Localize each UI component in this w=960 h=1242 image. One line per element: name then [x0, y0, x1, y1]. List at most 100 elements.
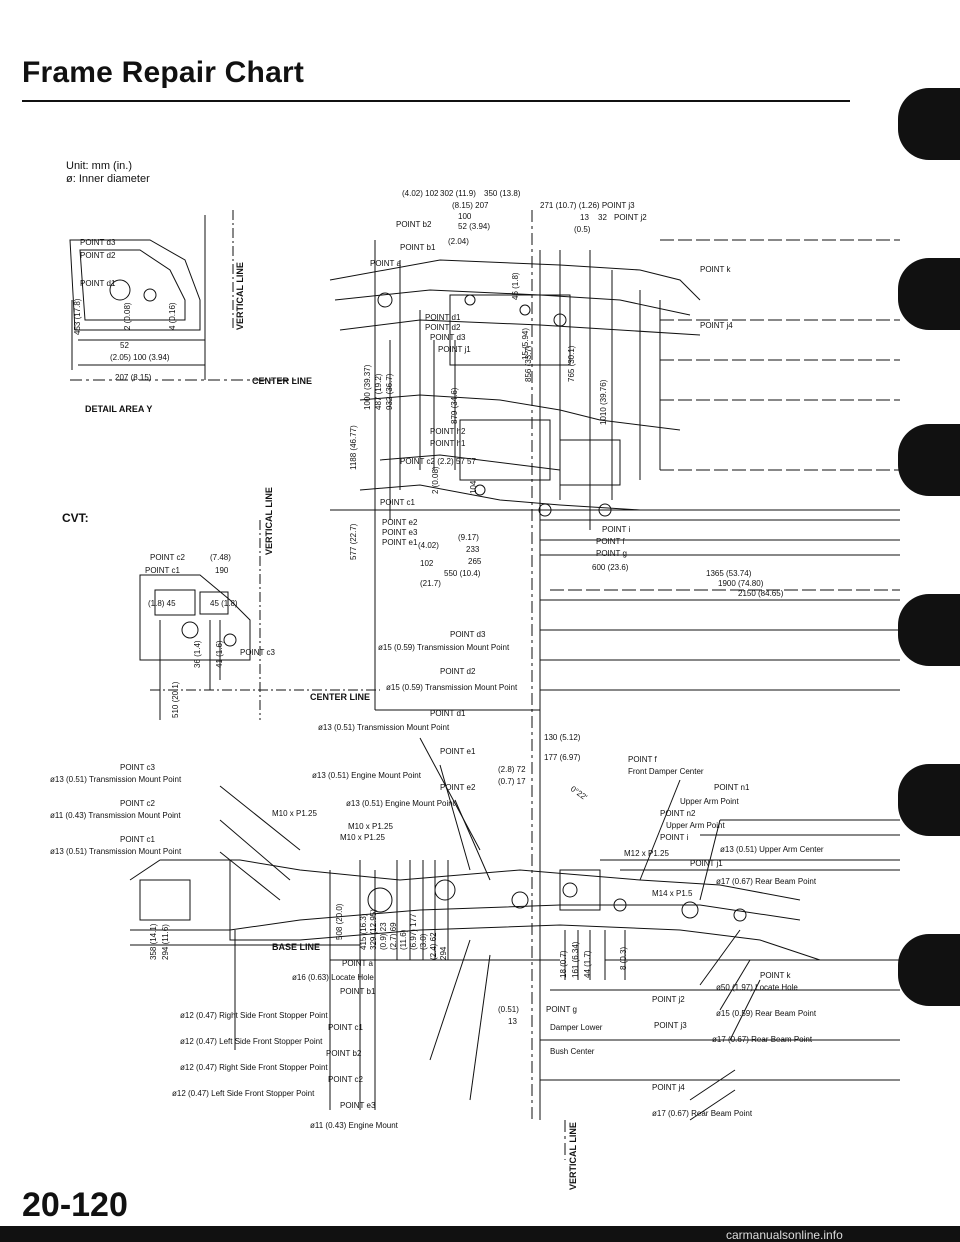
side-label-right: 0°22': [569, 784, 589, 802]
side-dim: 294 (11.6): [161, 924, 170, 960]
side-dim: 18 (0.7): [559, 950, 568, 978]
side-label-bottom: POINT c1: [328, 1023, 364, 1032]
side-label-right: Upper Arm Point: [680, 797, 739, 806]
side-label-center: POINT d3: [450, 630, 486, 639]
side-dim: 415 (16.3): [359, 913, 368, 950]
side-label-left: POINT c2: [120, 799, 156, 808]
top-label: POINT g: [596, 549, 627, 558]
side-label-center: ø13 (0.51) Engine Mount Point: [346, 799, 456, 808]
top-label: POINT e2: [382, 518, 418, 527]
top-label: 100: [458, 212, 472, 221]
side-label-right: POINT i: [660, 833, 689, 842]
side-label-center: ø13 (0.51) Engine Mount Point: [312, 771, 422, 780]
page-title: Frame Repair Chart: [22, 56, 305, 89]
side-label-bottom: ø11 (0.43) Engine Mount: [310, 1121, 399, 1130]
top-label: POINT b1: [400, 243, 436, 252]
top-label: 102: [420, 559, 434, 568]
side-label-center: ø15 (0.59) Transmission Mount Point: [386, 683, 518, 692]
top-label: (0.5): [574, 225, 591, 234]
top-label: POINT i: [602, 525, 631, 534]
side-dim: 294: [439, 946, 448, 960]
cvt-dim-label: POINT c1: [145, 566, 181, 575]
center-line-label: CENTER LINE: [252, 376, 312, 386]
side-label-right: POINT j4: [652, 1083, 685, 1092]
top-label: (21.7): [420, 579, 441, 588]
side-dim: 358 (14.1): [149, 923, 158, 960]
top-label: 302 (11.9): [440, 189, 476, 198]
top-label: POINT h2: [430, 427, 466, 436]
cvt-labels: CVT: POINT c2 POINT c1 (7.48) 190 (1.8) …: [62, 487, 276, 718]
top-label: (4.02) 102: [402, 189, 439, 198]
cvt-detail-drawing: [139, 520, 380, 720]
right-labels: 130 (5.12) 177 (6.97) (2.8) 72 (0.7) 17 …: [498, 733, 824, 1118]
detail-y-label: 4 (0.16): [168, 302, 177, 330]
side-label-right: ø17 (0.67) Rear Beam Point: [712, 1035, 813, 1044]
top-label: 2 (0.08): [431, 466, 440, 494]
top-label: 487 (19.2): [374, 373, 383, 410]
side-label-right: (2.8) 72: [498, 765, 526, 774]
section-tab: [898, 594, 960, 666]
top-label: 550 (10.4): [444, 569, 481, 578]
side-label-right: 177 (6.97): [544, 753, 581, 762]
side-label-center: M10 x P1.25: [348, 822, 393, 831]
top-label: 52 (3.94): [458, 222, 490, 231]
side-dim: (2.4) 62: [429, 932, 438, 960]
section-tab: [898, 88, 960, 160]
section-tab: [898, 764, 960, 836]
left-labels: POINT c3 ø13 (0.51) Transmission Mount P…: [50, 763, 182, 856]
top-label: 932 (36.7): [385, 373, 394, 410]
side-label-right: Bush Center: [550, 1047, 595, 1056]
side-label-bottom: ø12 (0.47) Left Side Front Stopper Point: [180, 1037, 323, 1046]
top-labels: (4.02) 102 302 (11.9) 350 (13.8) (8.15) …: [349, 189, 784, 598]
side-dim: (6.97) 177: [409, 913, 418, 950]
side-label-right: ø15 (0.59) Rear Beam Point: [716, 1009, 817, 1018]
side-label-center: POINT d2: [440, 667, 476, 676]
top-label: POINT h1: [430, 439, 466, 448]
detail-y-labels: POINT d3 POINT d2 POINT d1 52 (2.05) 100…: [73, 238, 312, 414]
top-label: POINT d1: [425, 313, 461, 322]
top-label: 13: [580, 213, 589, 222]
top-label: (2.04): [448, 237, 469, 246]
side-label-left: POINT c3: [120, 763, 156, 772]
side-label-center: ø13 (0.51) Transmission Mount Point: [318, 723, 450, 732]
cvt-dim-label: (1.8) 45: [148, 599, 176, 608]
top-label: POINT k: [700, 265, 732, 274]
side-label-left: ø13 (0.51) Transmission Mount Point: [50, 847, 182, 856]
side-label-bottom: POINT e3: [340, 1101, 376, 1110]
side-label-center: M10 x P1.25: [272, 809, 317, 818]
diameter-note: ø: Inner diameter: [66, 173, 150, 185]
detail-y-label: POINT d1: [80, 279, 116, 288]
top-frame-drawing: [329, 210, 900, 1120]
detail-y-label: 453 (17.8): [73, 298, 82, 335]
side-label-right: 130 (5.12): [544, 733, 581, 742]
side-label-right: (0.7) 17: [498, 777, 526, 786]
side-label-center: POINT a: [342, 959, 374, 968]
top-label: 856 (33.7): [524, 345, 533, 382]
cvt-dim-label: 36 (1.4): [193, 640, 202, 668]
vertical-line-label: VERTICAL LINE: [235, 262, 245, 330]
side-label-bottom: ø12 (0.47) Right Side Front Stopper Poin…: [180, 1063, 328, 1072]
top-label: 1365 (53.74): [706, 569, 752, 578]
top-label: 271 (10.7) (1.26) POINT j3: [540, 201, 635, 210]
side-label-bottom: ø12 (0.47) Left Side Front Stopper Point: [172, 1089, 315, 1098]
top-label: 577 (22.7): [349, 523, 358, 560]
cvt-dim-label: POINT c3: [240, 648, 276, 657]
top-label: POINT j4: [700, 321, 733, 330]
cvt-vertical-line: VERTICAL LINE: [264, 487, 274, 555]
side-dim: (3.0): [419, 933, 428, 950]
side-label-left: ø11 (0.43) Transmission Mount Point: [50, 811, 181, 820]
side-dim: 508 (20.0): [335, 903, 344, 940]
top-label: POINT c2 (2.2) 57 57: [400, 457, 476, 466]
detail-y-label: 52: [120, 341, 129, 350]
side-label-bottom: ø12 (0.47) Right Side Front Stopper Poin…: [180, 1011, 328, 1020]
top-label: 350 (13.8): [484, 189, 521, 198]
side-label-center: M10 x P1.25: [340, 833, 385, 842]
side-label-right: ø50 (1.97) Locate Hole: [716, 983, 798, 992]
side-label-center: ø16 (0.63) Locate Hole: [292, 973, 374, 982]
side-label-left: ø13 (0.51) Transmission Mount Point: [50, 775, 182, 784]
detail-y-label: POINT d2: [80, 251, 116, 260]
detail-title: DETAIL AREA Y: [85, 404, 152, 414]
footer-bar: [0, 1226, 960, 1242]
title-rule: [22, 100, 850, 102]
top-label: (8.15) 207: [452, 201, 489, 210]
